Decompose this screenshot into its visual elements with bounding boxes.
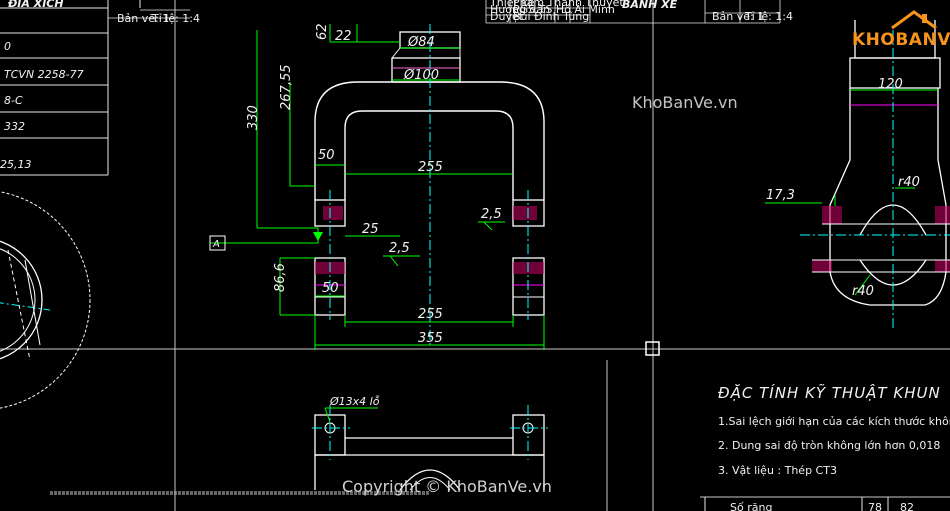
dim-w255a: 255 [418, 160, 443, 175]
watermark: KhoBanVe.vn [632, 93, 738, 112]
specs-item-3: 3. Vật liệu : Thép CT3 [718, 464, 837, 477]
dim-d84: Ø84 [407, 35, 435, 50]
bt-val-2: 82 [900, 501, 914, 511]
dim-w173: 17,3 [766, 188, 795, 203]
left-table-row-5: 25,13 [0, 158, 32, 171]
left-table-row-2: TCVN 2258-77 [4, 68, 84, 81]
dim-w255b: 255 [418, 307, 443, 322]
left-table-row-4: 332 [4, 120, 25, 133]
ct-sheet: Bản vẽ: 1 [712, 10, 764, 23]
ct-role-2: Hướng dẫn [490, 3, 550, 16]
dim-h62: 62 [315, 23, 330, 40]
center-table: Thiết kế Hướng dẫn Duyệt Phạm Thành Thuy… [485, 0, 793, 24]
bottom-view: Ø13x4 lỗ [312, 395, 548, 491]
ct-name-2: PGS.TS Hồ Ái Minh [513, 3, 615, 16]
main-frame-view [314, 24, 545, 345]
top-left-mini-table [108, 9, 190, 19]
left-table-title: ĐĨA XÍCH [7, 0, 64, 10]
specs-item-1: 1.Sai lệch giới hạn của các kích thước k… [718, 415, 950, 428]
left-table-row-3: 8-C [4, 94, 23, 107]
side-view: 120 17,3 r40 r40 [765, 20, 950, 330]
datum-triangle [313, 232, 323, 241]
datum-box [209, 235, 226, 251]
specs-title: ĐẶC TÍNH KỸ THUẬT KHUN [718, 383, 941, 402]
datum-label: A [212, 239, 220, 250]
house-roof-icon [891, 10, 937, 30]
bottom-table: Số răng 78 82 [704, 497, 914, 511]
dim-d13: Ø13x4 lỗ [329, 395, 380, 408]
dimension-lines [210, 24, 545, 350]
copyright-watermark: Copyright © KhoBanVe.vn [342, 477, 552, 496]
dim-d100: Ø100 [403, 68, 439, 83]
dim-r40a: r40 [898, 175, 920, 190]
sprocket-view [0, 191, 91, 409]
dim-h330: 330 [246, 105, 261, 130]
logo-text: KHOBANVE [852, 30, 950, 50]
ct-role-1: Thiết kế [489, 0, 535, 9]
dim-w50b: 50 [322, 281, 339, 296]
dim-h22: 22 [335, 29, 352, 44]
dim-r25a: 2,5 [389, 241, 410, 256]
ct-title: BÁNH XE [622, 0, 678, 11]
kho-ban-ve-logo: KHOBANVE [852, 8, 950, 56]
specs-item-2: 2. Dung sai độ tròn không lớn hơn 0,018 [718, 439, 940, 452]
dim-h267: 267,55 [279, 65, 294, 111]
bt-val-1: 78 [868, 501, 882, 511]
mini-sheet: Bản vẽ: 1 [117, 12, 169, 25]
snap-marker [645, 341, 660, 356]
ct-name-3: Bùi Đình Tùng [513, 10, 589, 23]
dim-r40b: r40 [852, 284, 874, 299]
specs-block: ĐẶC TÍNH KỸ THUẬT KHUN 1.Sai lệch giới h… [718, 383, 950, 477]
bt-label: Số răng [730, 501, 772, 511]
dim-r25b: 2,5 [481, 207, 502, 222]
dim-w50a: 50 [318, 148, 335, 163]
dim-w25: 25 [362, 222, 379, 237]
dim-w355: 355 [418, 331, 443, 346]
mini-scale: Tỉ lệ: 1:4 [151, 12, 200, 25]
dim-w120: 120 [878, 77, 903, 92]
dim-h86: 86,6 [273, 263, 288, 292]
ct-scale: Tỉ lệ: 1:4 [744, 10, 793, 23]
left-table-row-1: 0 [4, 40, 11, 53]
ct-role-3: Duyệt [490, 10, 524, 23]
ct-name-1: Phạm Thành Thuyết [513, 0, 624, 9]
dimension-text: Ø84 Ø100 62 22 330 267,55 50 255 25 2,5 … [212, 23, 502, 346]
left-table: ĐĨA XÍCH 0 TCVN 2258-77 8-C 332 25,13 [0, 0, 141, 176]
